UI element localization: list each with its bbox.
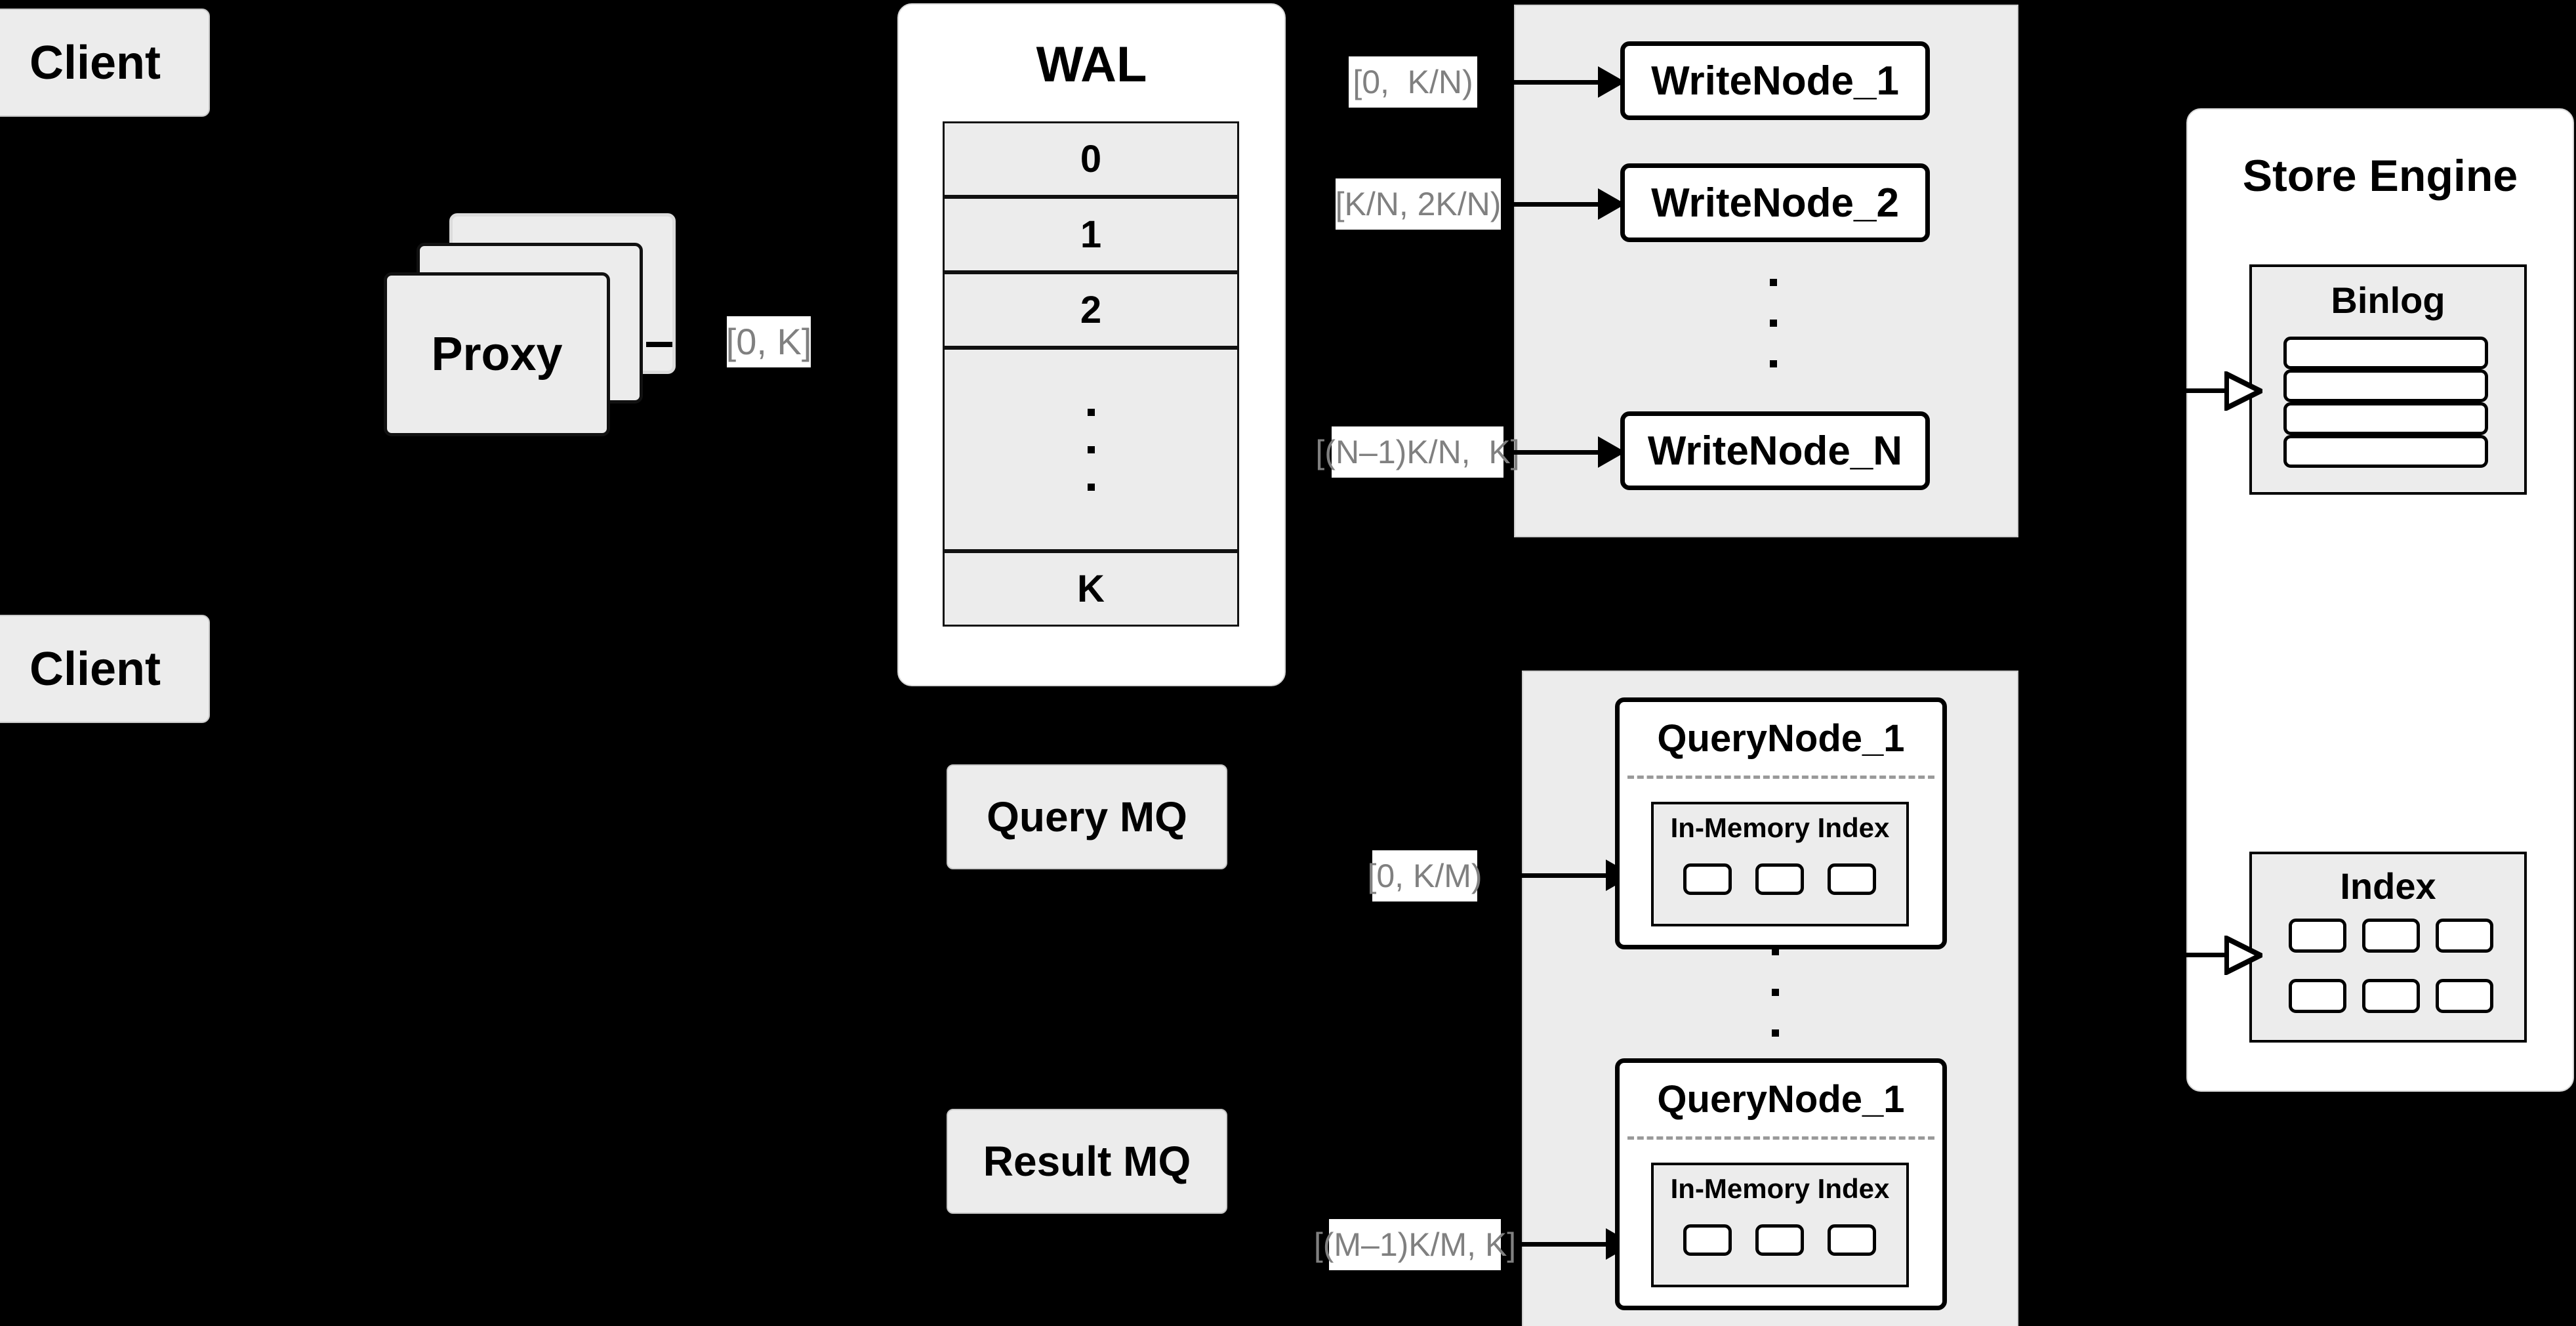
label-proxy-to-wal: [0, K] <box>726 316 812 367</box>
arrow-head-to-index <box>2224 936 2262 975</box>
write-node-1-label: WriteNode_1 <box>1651 58 1899 104</box>
store-index-label: Index <box>2340 865 2436 907</box>
store-index-cell-3[interactable] <box>2436 919 2493 953</box>
arrow-head-to-binlog <box>2224 371 2262 411</box>
query-node-m[interactable]: QueryNode_1 In-Memory Index <box>1615 1058 1947 1310</box>
arrow-line-writenode-n <box>1514 450 1599 455</box>
query-mq-label: Query MQ <box>987 793 1187 840</box>
query-mq-box[interactable]: Query MQ <box>947 764 1227 869</box>
wal-ellipsis-dots <box>1087 408 1095 491</box>
wal-row-k-label: K <box>1077 568 1105 610</box>
query-node-1-inmemory-index[interactable]: In-Memory Index <box>1651 802 1909 926</box>
query-node-m-separator <box>1627 1136 1934 1140</box>
store-index-cell-5[interactable] <box>2362 979 2420 1013</box>
label-wal-to-writenode-1: [0, K/N) <box>1349 56 1477 108</box>
binlog-label: Binlog <box>2331 280 2445 321</box>
query-node-1[interactable]: QueryNode_1 In-Memory Index <box>1615 697 1947 949</box>
wal-row-k[interactable]: K <box>943 551 1239 627</box>
label-proxy-to-wal-text: [0, K] <box>726 321 812 362</box>
proxy-to-wal-connector <box>646 342 672 347</box>
wal-row-0-label: 0 <box>1080 138 1102 180</box>
write-node-n[interactable]: WriteNode_N <box>1620 411 1930 490</box>
label-wal-to-writenode-2: [K/N, 2K/N) <box>1336 178 1501 230</box>
result-mq-label: Result MQ <box>983 1138 1191 1185</box>
query-node-m-segment-3[interactable] <box>1828 1224 1876 1256</box>
label-mq-to-querynode-m: [(M–1)K/M, K] <box>1314 1219 1516 1270</box>
query-node-m-inmemory-index[interactable]: In-Memory Index <box>1651 1163 1909 1287</box>
store-index-cell-4[interactable] <box>2289 979 2346 1013</box>
arrow-line-writenode-2 <box>1514 202 1599 207</box>
proxy-layer-front[interactable]: Proxy <box>384 272 610 436</box>
arrow-line-to-binlog <box>2186 388 2227 393</box>
query-node-1-index-label: In-Memory Index <box>1670 812 1890 843</box>
query-node-1-segment-2[interactable] <box>1755 863 1804 895</box>
query-node-1-segment-3[interactable] <box>1828 863 1876 895</box>
proxy-stack[interactable]: Proxy <box>384 213 679 436</box>
store-index-cell-1[interactable] <box>2289 919 2346 953</box>
arrow-line-to-index <box>2186 953 2227 957</box>
result-mq-box[interactable]: Result MQ <box>947 1109 1227 1214</box>
arrow-line-querynode-m <box>1522 1242 1607 1247</box>
query-node-m-index-label: In-Memory Index <box>1670 1173 1890 1204</box>
wal-row-ellipsis <box>943 348 1239 551</box>
store-index-cell-2[interactable] <box>2362 919 2420 953</box>
write-node-2[interactable]: WriteNode_2 <box>1620 163 1930 242</box>
wal-row-1-label: 1 <box>1080 213 1102 256</box>
query-node-1-separator <box>1627 776 1934 779</box>
write-node-n-label: WriteNode_N <box>1647 428 1903 474</box>
query-node-1-segment-1[interactable] <box>1683 863 1732 895</box>
write-node-1[interactable]: WriteNode_1 <box>1620 41 1930 120</box>
label-mq-to-querynode-m-text: [(M–1)K/M, K] <box>1313 1226 1517 1263</box>
client-bottom-label: Client <box>29 642 161 695</box>
binlog-row-2[interactable] <box>2283 369 2488 402</box>
label-wal-to-writenode-n: [(N–1)K/N, K] <box>1315 426 1520 478</box>
query-node-ellipsis <box>1771 948 1779 1037</box>
label-wal-to-writenode-1-text: [0, K/N) <box>1353 64 1473 100</box>
wal-row-2-label: 2 <box>1080 289 1102 331</box>
wal-title: WAL <box>1036 37 1147 93</box>
query-node-m-segment-1[interactable] <box>1683 1224 1732 1256</box>
binlog-row-1[interactable] <box>2283 337 2488 369</box>
binlog-row-3[interactable] <box>2283 402 2488 435</box>
label-wal-to-writenode-n-text: [(N–1)K/N, K] <box>1315 434 1520 470</box>
arrow-line-querynode-1 <box>1522 873 1607 878</box>
store-index-box[interactable]: Index <box>2249 852 2527 1043</box>
client-top-label: Client <box>29 36 161 89</box>
write-node-2-label: WriteNode_2 <box>1651 180 1899 226</box>
wal-row-0[interactable]: 0 <box>943 121 1239 197</box>
binlog-box[interactable]: Binlog <box>2249 264 2527 495</box>
store-index-cell-6[interactable] <box>2436 979 2493 1013</box>
query-node-1-label: QueryNode_1 <box>1657 717 1905 760</box>
binlog-row-4[interactable] <box>2283 435 2488 468</box>
proxy-label: Proxy <box>431 328 563 381</box>
label-mq-to-querynode-1: [0, K/M) <box>1367 850 1482 901</box>
query-node-m-label: QueryNode_1 <box>1657 1078 1905 1121</box>
write-node-ellipsis <box>1769 279 1777 367</box>
arrow-line-writenode-1 <box>1514 80 1599 85</box>
label-mq-to-querynode-1-text: [0, K/M) <box>1367 858 1482 894</box>
wal-row-2[interactable]: 2 <box>943 272 1239 348</box>
query-node-m-segment-2[interactable] <box>1755 1224 1804 1256</box>
store-engine-title: Store Engine <box>2242 151 2518 201</box>
client-box-bottom[interactable]: Client <box>0 615 210 723</box>
client-box-top[interactable]: Client <box>0 9 210 117</box>
wal-row-1[interactable]: 1 <box>943 197 1239 272</box>
label-wal-to-writenode-2-text: [K/N, 2K/N) <box>1335 186 1502 222</box>
